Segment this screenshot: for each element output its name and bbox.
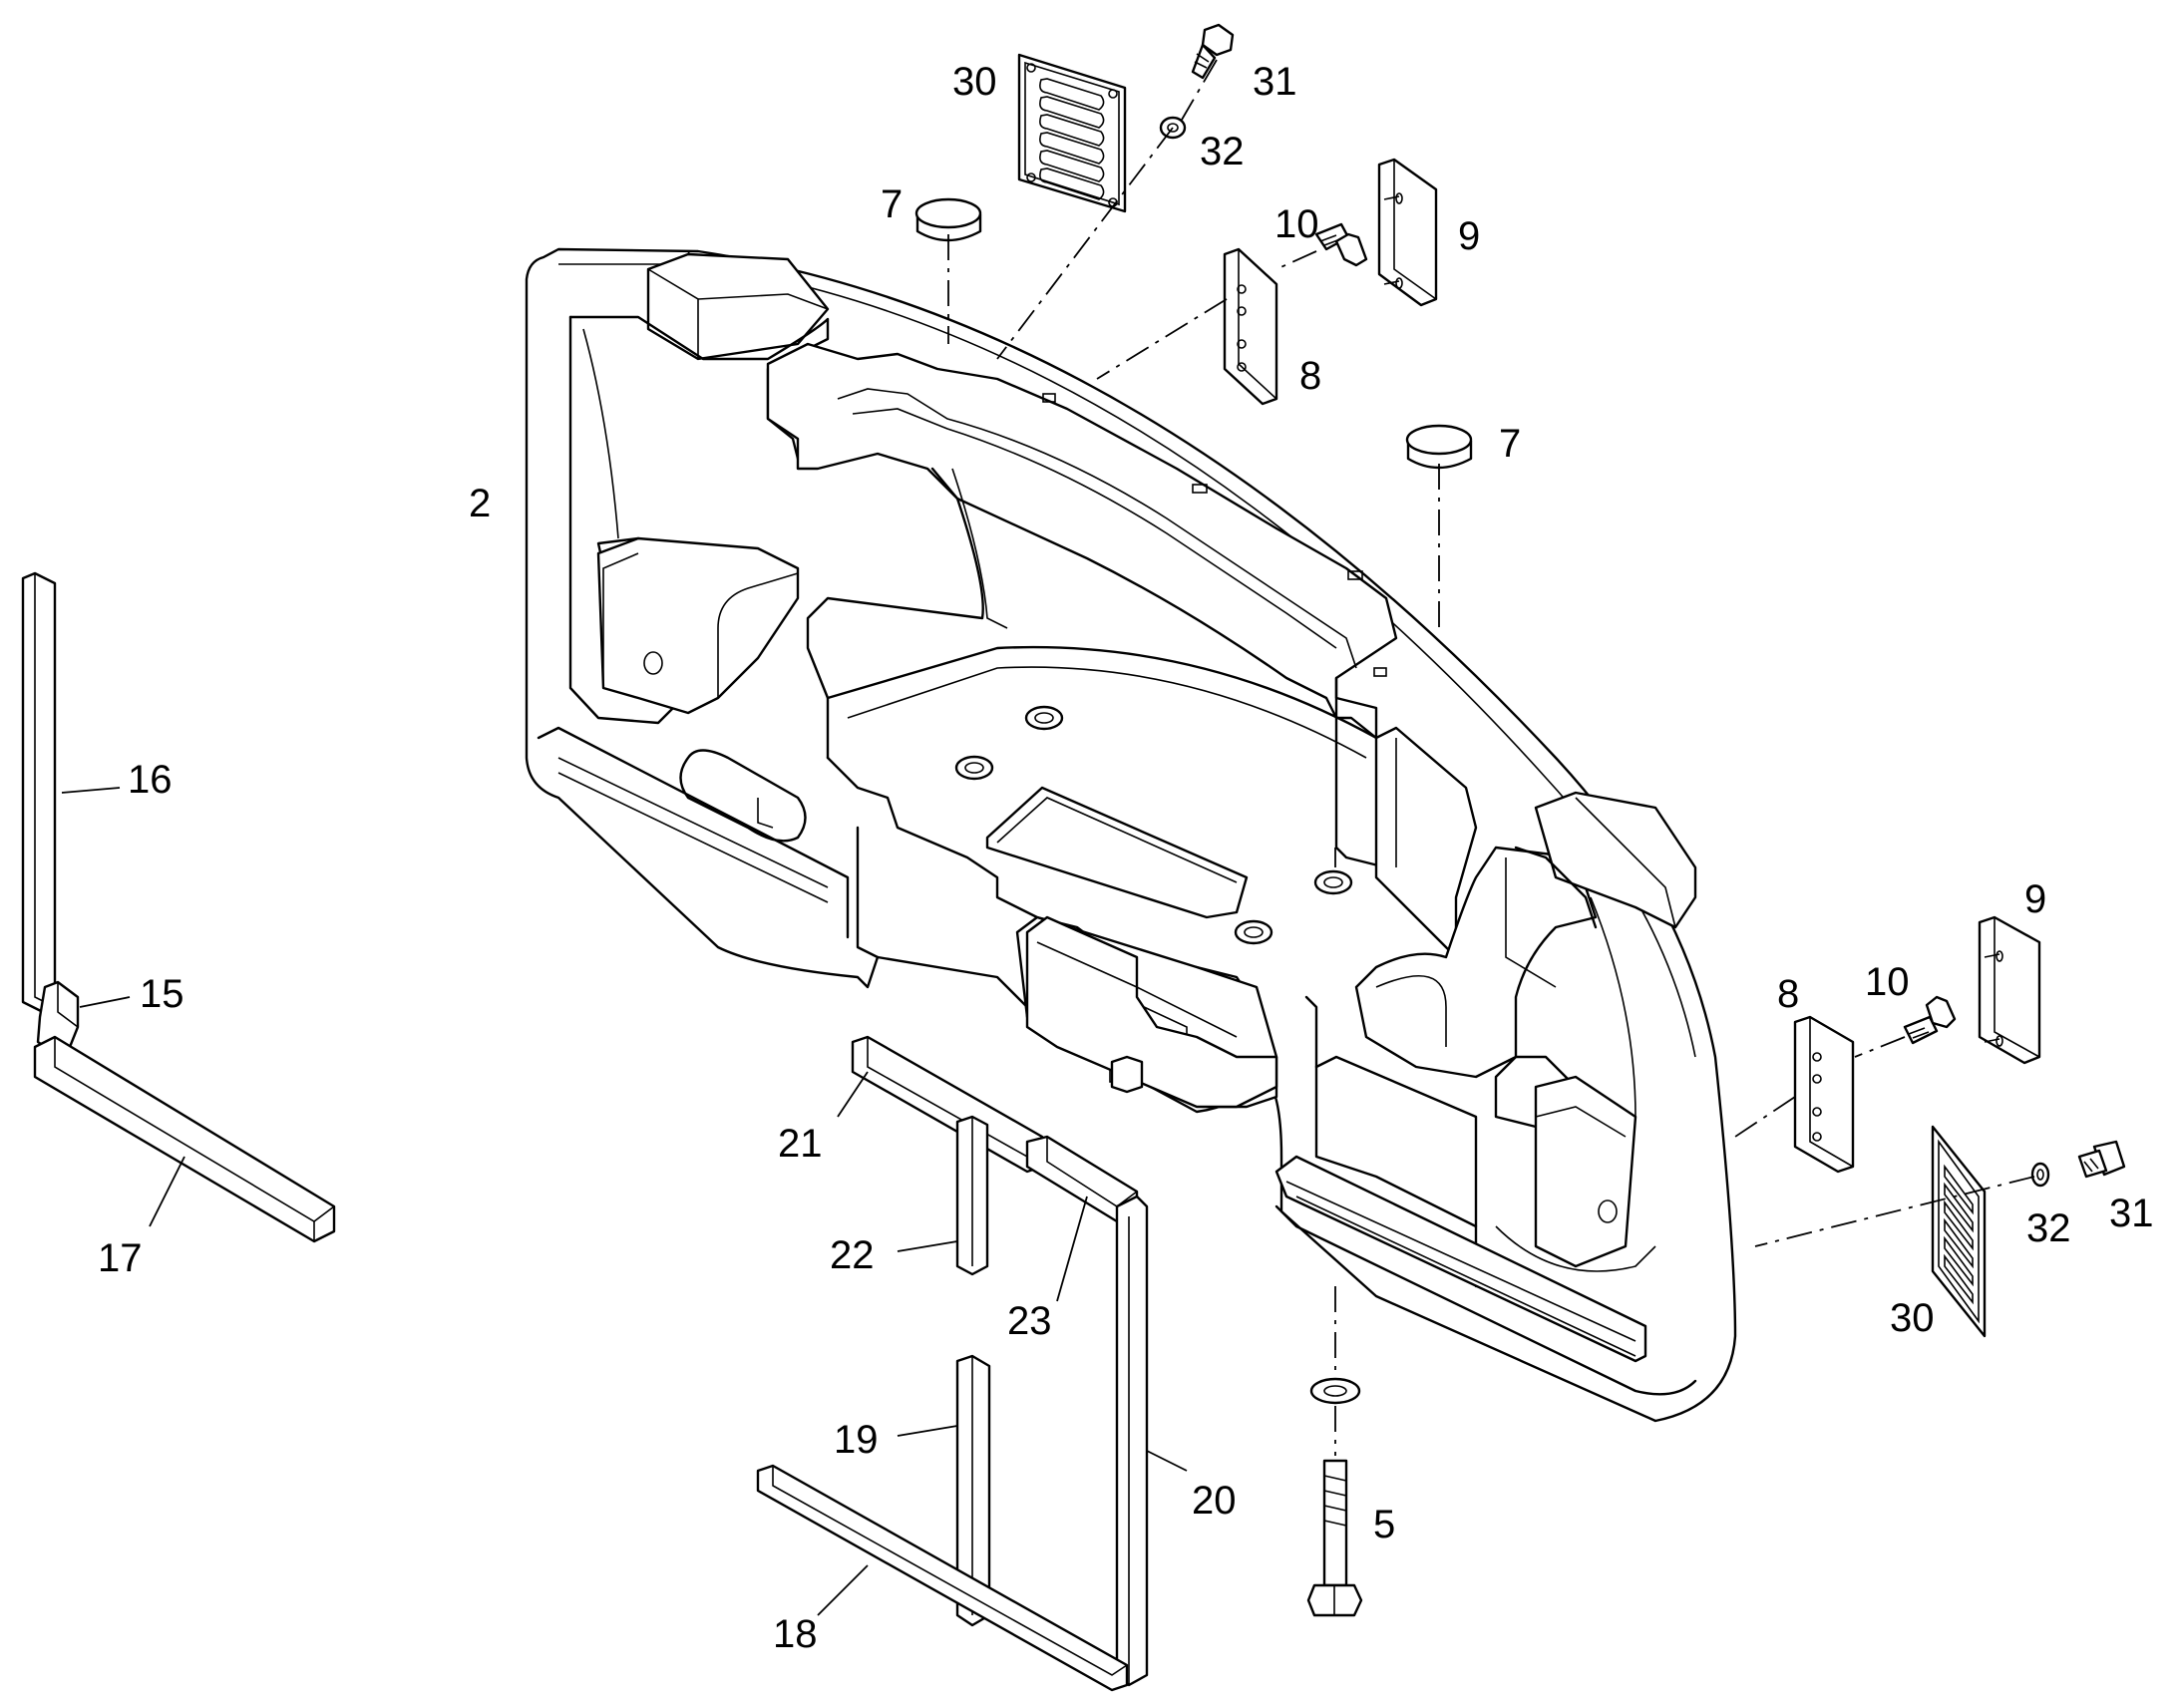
seal-strip-16 <box>21 571 57 1014</box>
plug-cap-right <box>1405 424 1473 470</box>
bolt-10-right <box>1903 995 1957 1045</box>
callout-30-top: 30 <box>952 60 997 104</box>
plate-pins-top <box>1377 158 1438 307</box>
callout-labels: 2 30 31 32 7 10 9 8 7 9 8 10 32 31 30 5 … <box>98 60 2154 1656</box>
seal-strip-22 <box>955 1115 989 1276</box>
callout-22: 22 <box>830 1233 875 1277</box>
bolt-right <box>2077 1140 2126 1179</box>
callout-31-right: 31 <box>2109 1192 2154 1235</box>
callout-16: 16 <box>128 758 173 802</box>
assembly-axis-lines <box>947 59 2035 1456</box>
callout-2: 2 <box>469 482 491 525</box>
callout-32-right: 32 <box>2026 1206 2071 1250</box>
callout-8-right: 8 <box>1777 972 1799 1016</box>
callout-15: 15 <box>140 972 184 1016</box>
plate-top <box>1223 247 1278 406</box>
louver-grille-top <box>1017 53 1127 213</box>
plate-pins-right <box>1978 915 2041 1065</box>
seal-strip-20 <box>1115 1195 1149 1687</box>
grille-slots-top <box>1039 78 1105 200</box>
seal-strip-17 <box>33 1035 336 1243</box>
callout-5: 5 <box>1373 1503 1395 1546</box>
callout-7-right: 7 <box>1499 422 1521 466</box>
louver-grille-right <box>1931 1125 1987 1338</box>
callout-31-top: 31 <box>1253 60 1297 104</box>
callout-23: 23 <box>1007 1299 1052 1343</box>
callout-9-top: 9 <box>1458 214 1480 258</box>
callout-9-right: 9 <box>2024 877 2046 921</box>
callout-17: 17 <box>98 1236 143 1280</box>
callout-18: 18 <box>773 1612 818 1656</box>
callout-21: 21 <box>778 1122 823 1166</box>
seal-strip-18 <box>756 1464 1129 1692</box>
callout-32-top: 32 <box>1200 130 1245 173</box>
counterweight-body <box>525 247 1737 1423</box>
bolt-10-top <box>1314 222 1368 267</box>
plate-right <box>1793 1015 1855 1174</box>
bolt-bottom <box>1306 1459 1363 1617</box>
callout-10-right: 10 <box>1865 960 1910 1004</box>
washer-right <box>2030 1162 2050 1188</box>
seal-strip-21 <box>851 1035 1044 1174</box>
callout-10-top: 10 <box>1274 202 1319 246</box>
callout-7-left: 7 <box>881 182 903 226</box>
callout-8-top: 8 <box>1299 354 1321 398</box>
bolt-top <box>1191 23 1235 80</box>
callout-30-right: 30 <box>1890 1296 1935 1340</box>
callout-leaders <box>61 787 1188 1616</box>
callout-20: 20 <box>1192 1479 1237 1523</box>
callout-19: 19 <box>834 1418 879 1462</box>
plug-cap-left <box>914 197 982 242</box>
washer-bottom <box>1309 1377 1361 1405</box>
grille-slots-right <box>1944 1164 1974 1305</box>
